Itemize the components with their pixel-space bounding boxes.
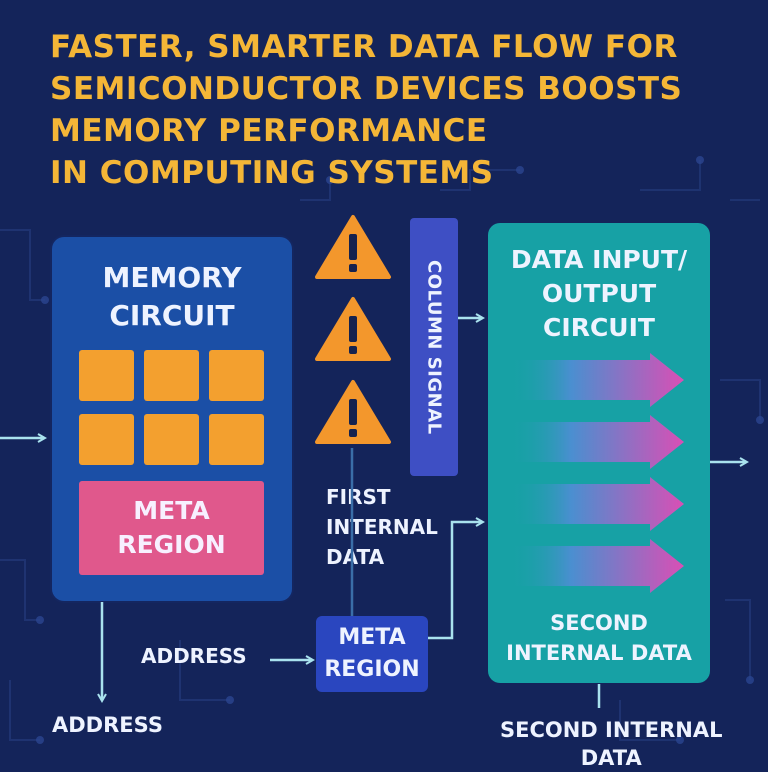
column-signal-label: COLUMN SIGNAL	[423, 259, 445, 435]
title-line: FASTER, SMARTER DATA FLOW FOR	[50, 29, 678, 65]
memory-circuit-title-line: MEMORY	[102, 261, 242, 294]
memory-circuit-title-line: CIRCUIT	[109, 299, 235, 332]
warning-triangle-icon	[315, 297, 391, 361]
address-label: ADDRESS	[141, 644, 247, 668]
first-internal-data-line: DATA	[326, 545, 385, 569]
page-title: FASTER, SMARTER DATA FLOW FOR SEMICONDUC…	[50, 26, 750, 194]
memory-cell	[144, 414, 199, 465]
data-flow-arrow-icon	[510, 353, 684, 407]
memory-cell	[209, 414, 264, 465]
meta-region-label-line: REGION	[117, 530, 226, 559]
warning-triangle-icon	[315, 380, 391, 444]
data-io-title-line: CIRCUIT	[543, 313, 655, 342]
second-internal-data-line: INTERNAL DATA	[506, 641, 692, 665]
memory-cell	[79, 350, 134, 401]
meta-region-block: META REGION	[79, 481, 264, 575]
second-internal-data-label-line: DATA	[580, 746, 642, 770]
second-internal-data-label-line: SECOND INTERNAL	[500, 718, 723, 742]
memory-cell	[79, 414, 134, 465]
meta-region-label-line: META	[133, 496, 210, 525]
warning-triangle-icon	[315, 215, 391, 279]
address-output-label: ADDRESS	[52, 713, 163, 737]
meta-region-small-line: REGION	[324, 657, 420, 682]
data-io-title-line: DATA INPUT/	[510, 245, 688, 274]
data-flow-arrow-icon	[510, 477, 684, 531]
title-line: IN COMPUTING SYSTEMS	[50, 155, 494, 191]
column-signal-bar: COLUMN SIGNAL	[410, 218, 458, 476]
first-internal-data-label: FIRST INTERNAL DATA	[326, 482, 438, 572]
second-internal-data-label: SECOND INTERNAL DATA	[500, 716, 723, 772]
meta-region-small-line: META	[338, 625, 406, 650]
title-line: SEMICONDUCTOR DEVICES BOOSTS	[50, 71, 683, 107]
second-internal-data-inner-label: SECOND INTERNAL DATA	[488, 608, 710, 668]
data-io-circuit-block: DATA INPUT/ OUTPUT CIRCUIT SECOND INTERN…	[488, 223, 710, 683]
memory-cell	[209, 350, 264, 401]
meta-region-small-block: META REGION	[316, 616, 428, 692]
first-internal-data-line: INTERNAL	[326, 515, 438, 539]
title-line: MEMORY PERFORMANCE	[50, 113, 488, 149]
data-io-circuit-title: DATA INPUT/ OUTPUT CIRCUIT	[488, 243, 710, 345]
data-flow-arrows	[510, 353, 684, 593]
data-flow-arrow-icon	[510, 415, 684, 469]
first-internal-data-line: FIRST	[326, 485, 391, 509]
memory-circuit-block: MEMORY CIRCUIT META REGION	[52, 237, 292, 601]
second-internal-data-line: SECOND	[550, 611, 648, 635]
memory-cell	[144, 350, 199, 401]
data-io-title-line: OUTPUT	[541, 279, 657, 308]
data-flow-arrow-icon	[510, 539, 684, 593]
memory-circuit-title: MEMORY CIRCUIT	[52, 259, 292, 335]
